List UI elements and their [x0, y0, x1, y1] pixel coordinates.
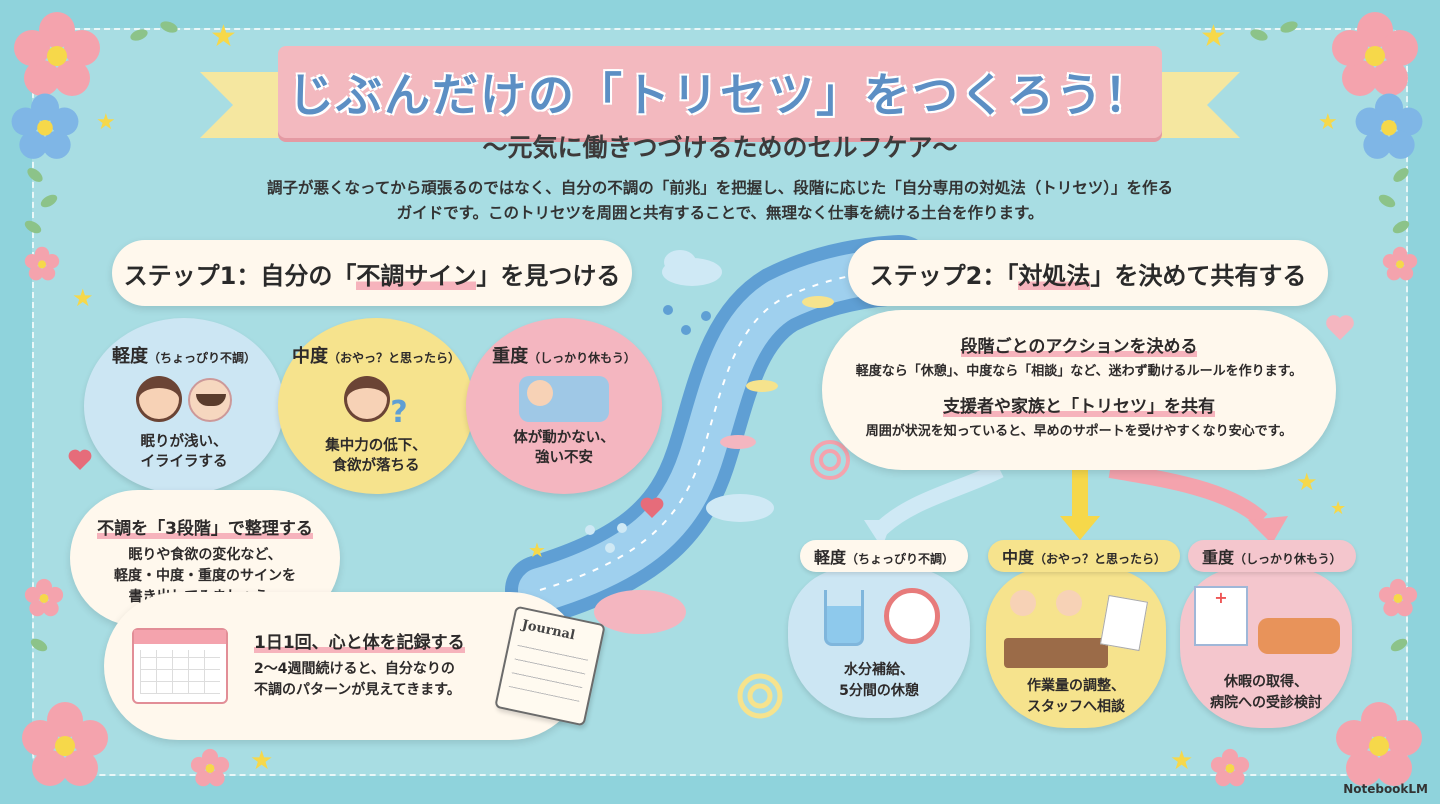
step1-title-suffix: 」を見つける [476, 261, 621, 290]
star-icon: ★ [96, 110, 116, 135]
star-icon: ★ [1296, 468, 1318, 496]
flower-icon [24, 246, 84, 306]
desk-icon [1004, 638, 1108, 668]
sleeping-person-icon [519, 376, 609, 422]
flower-icon [10, 92, 79, 159]
step1-moderate-icons: ? [278, 376, 474, 430]
share-text: 周囲が状況を知っていると、早めのサポートを受けやすくなり安心です。 [865, 424, 1293, 439]
star-icon: ★ [210, 19, 237, 54]
flower-icon [1354, 92, 1423, 159]
step2-title-suffix: 」を決めて共有する [1090, 261, 1307, 290]
step1-level-severe: 重度（しっかり休もう） 体が動かない、強い不安 [466, 318, 662, 494]
step1-title: ステップ1：自分の「不調サイン」を見つける [123, 256, 621, 291]
step1-title-cloud: ステップ1：自分の「不調サイン」を見つける [112, 240, 632, 306]
step2-severe-label: 重度（しっかり休もう） [1188, 540, 1356, 572]
step2-mild-label: 軽度（ちょっぴり不調） [800, 540, 969, 572]
worried-face-icon [344, 376, 391, 422]
star-icon: ★ [1200, 19, 1227, 54]
sad-face-icon [136, 376, 183, 422]
share-title: 支援者や家族と「トリセツ」を共有 [943, 397, 1215, 417]
step2-mild-desc: 水分補給、5分間の休憩 [839, 662, 919, 699]
star-icon: ★ [528, 538, 546, 562]
organize-title: 不調を「3段階」で整理する [97, 519, 313, 539]
star-icon: ★ [1318, 110, 1338, 135]
step1-level-moderate: 中度（おやっ？と思ったら） ? 集中力の低下、食欲が落ちる [278, 318, 474, 494]
step1-level-mild: 軽度（ちょっぴり不調） 眠りが浅い、イライラする [84, 318, 284, 494]
record-text: 2〜4週間続けると、自分なりの 不調のパターンが見えてきます。 [254, 661, 461, 698]
step1-title-prefix: ステップ1：自分の「 [123, 261, 357, 290]
intro-line-2: ガイドです。このトリセツを周囲と共有することで、無理なく仕事を続ける土台を作りま… [396, 204, 1044, 222]
calendar-icon [132, 628, 228, 704]
brand-watermark: NotebookLM [1343, 782, 1428, 796]
flower-icon [190, 748, 250, 804]
water-glass-icon [824, 590, 864, 646]
clock-icon [884, 588, 940, 644]
step1-mild-label: 軽度（ちょっぴり不調） [111, 346, 256, 367]
flower-icon [1378, 578, 1438, 638]
action-title: 段階ごとのアクションを決める [960, 337, 1198, 357]
user-person-icon [1056, 590, 1082, 616]
staff-person-icon [1010, 590, 1036, 616]
step2-title-prefix: ステップ2：「 [869, 261, 1019, 290]
action-text: 軽度なら「休憩」、中度なら「相談」など、迷わず動けるルールを作ります。 [855, 364, 1303, 379]
step2-title-cloud: ステップ2：「対処法」を決めて共有する [848, 240, 1328, 306]
step1-severe-desc: 体が動かない、強い不安 [513, 430, 615, 466]
step2-moderate-desc: 作業量の調整、スタッフへ相談 [1027, 678, 1125, 715]
step2-severe-desc: 休暇の取得、病院への受診検討 [1210, 674, 1322, 711]
sleepy-eye-icon [187, 378, 232, 422]
page-title: じぶんだけの「トリセツ」をつくろう！ [288, 68, 1152, 122]
flower-icon [1330, 10, 1418, 96]
step1-severe-label: 重度（しっかり休もう） [492, 346, 636, 367]
flower-icon [12, 10, 100, 96]
step1-moderate-desc: 集中力の低下、食欲が落ちる [325, 438, 427, 474]
flower-icon [1382, 246, 1440, 306]
flower-icon [20, 700, 108, 786]
step2-info-cloud: 段階ごとのアクションを決める 軽度なら「休憩」、中度なら「相談」など、迷わず動け… [822, 310, 1336, 470]
step2-level-mild: 水分補給、5分間の休憩 [788, 568, 970, 718]
title-banner: じぶんだけの「トリセツ」をつくろう！ [278, 46, 1162, 138]
step2-moderate-label: 中度（おやっ？と思ったら） [988, 540, 1181, 572]
step2-title: ステップ2：「対処法」を決めて共有する [869, 256, 1307, 291]
star-icon: ★ [250, 746, 274, 776]
record-content: 1日1回、心と体を記録する 2〜4週間続けると、自分なりの 不調のパターンが見え… [254, 628, 494, 701]
step1-moderate-label: 中度（おやっ？と思ったら） [291, 346, 460, 367]
step1-mild-desc: 眠りが浅い、イライラする [140, 434, 228, 470]
hospital-icon: + [1194, 586, 1248, 646]
record-title: 1日1回、心と体を記録する [254, 633, 465, 653]
intro-line-1: 調子が悪くなってから頑張るのではなく、自分の不調の「前兆」を把握し、段階に応じた… [267, 179, 1173, 197]
star-icon: ★ [1330, 498, 1347, 519]
step2-title-highlight: 対処法 [1018, 261, 1091, 290]
flower-icon [1210, 748, 1270, 804]
step2-level-severe: + 休暇の取得、病院への受診検討 [1180, 568, 1352, 728]
star-icon: ★ [72, 284, 94, 312]
flower-icon [24, 578, 84, 638]
page-subtitle: 〜元気に働きつづけるためのセルフケア〜 [482, 133, 958, 162]
intro-text: 調子が悪くなってから頑張るのではなく、自分の不調の「前兆」を把握し、段階に応じた… [260, 176, 1180, 226]
document-icon [1099, 594, 1149, 652]
step1-title-highlight: 不調サイン [356, 261, 477, 290]
resting-sofa-icon [1258, 618, 1340, 654]
star-icon: ★ [1170, 746, 1194, 776]
flower-icon [1334, 700, 1422, 786]
step1-mild-icons [84, 376, 284, 426]
step2-level-moderate: 作業量の調整、スタッフへ相談 [986, 568, 1166, 728]
